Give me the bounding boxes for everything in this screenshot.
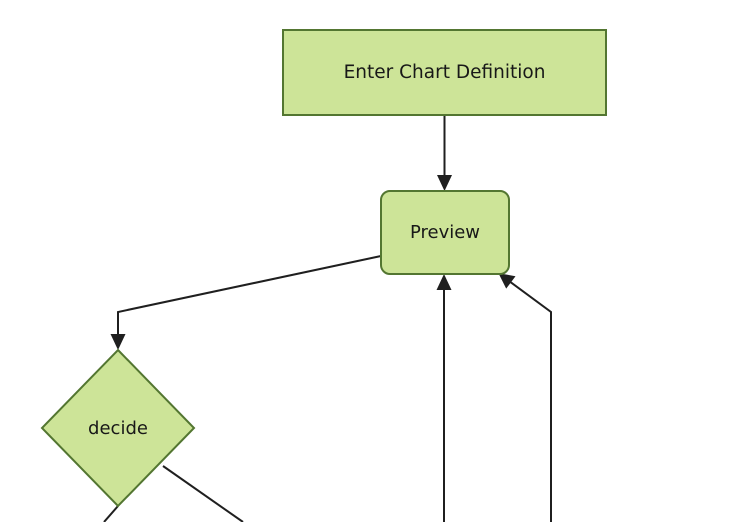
edge-return-center-to-preview-arrowhead [436, 274, 452, 290]
edge-preview-to-decide-arrowhead [110, 334, 126, 350]
edge-preview-to-decide-line [117, 255, 382, 342]
edge-enter-to-preview [437, 115, 452, 191]
node-enter-chart-definition-shape[interactable] [282, 29, 607, 116]
node-preview-label: Preview [410, 222, 480, 243]
node-decide-shape[interactable] [40, 348, 196, 508]
edge-decide-right-branch [162, 465, 244, 522]
edge-decide-left-branch [103, 505, 119, 522]
edge-preview-to-decide [110, 255, 382, 350]
edge-enter-to-preview-arrowhead [437, 175, 452, 191]
node-decide[interactable]: decide [40, 348, 196, 508]
node-enter-chart-definition[interactable]: Enter Chart Definition [282, 29, 607, 116]
edge-decide-right-branch-line [162, 465, 244, 522]
node-decide-label: decide [88, 418, 148, 439]
edge-return-center-to-preview [436, 274, 452, 522]
edge-return-right-to-preview [498, 273, 552, 522]
edge-return-right-to-preview-arrowhead [498, 273, 516, 289]
node-preview[interactable]: Preview [380, 190, 510, 275]
node-preview-shape[interactable] [380, 190, 510, 275]
edge-decide-left-branch-line [103, 505, 119, 522]
edge-return-right-to-preview-line [504, 277, 552, 522]
node-enter-chart-definition-label: Enter Chart Definition [344, 62, 546, 83]
